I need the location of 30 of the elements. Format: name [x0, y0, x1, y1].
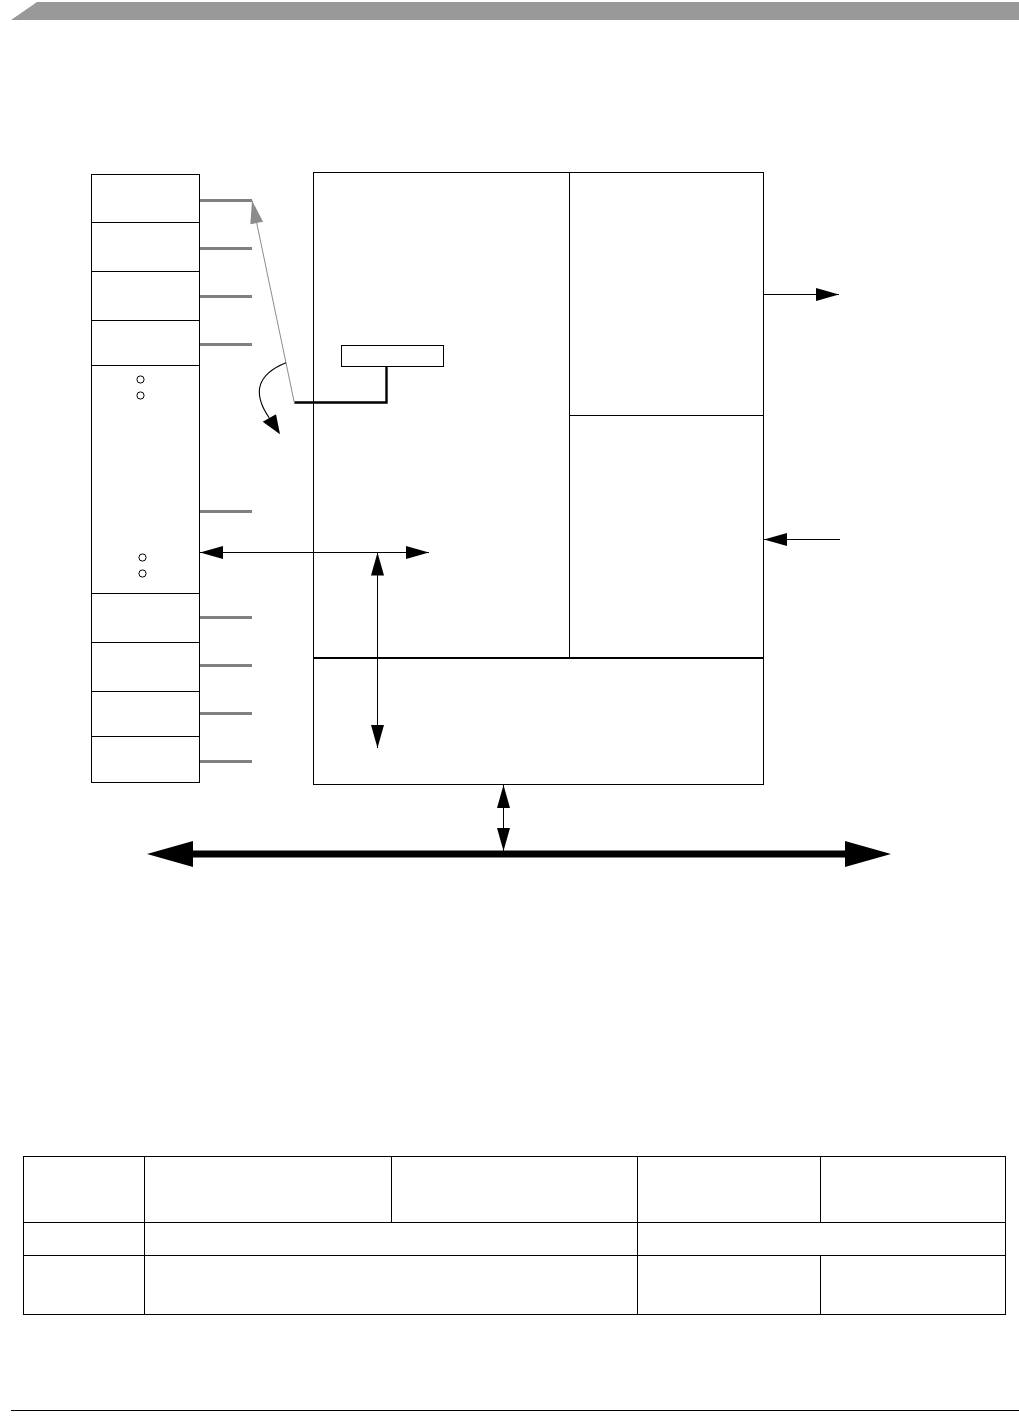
- column-slot: [91, 691, 200, 737]
- connector-line: [294, 367, 388, 404]
- contact-stub: [200, 199, 252, 202]
- column-slot: [91, 642, 200, 692]
- contact-stub: [200, 247, 252, 250]
- contact-stub: [200, 712, 252, 715]
- arrow: [763, 288, 840, 301]
- contact-stub: [200, 295, 252, 298]
- contact-stub: [200, 343, 252, 346]
- block-region: [313, 172, 570, 658]
- column-slot: [91, 736, 200, 783]
- contact-stub: [200, 616, 252, 619]
- bus-arrow: [147, 841, 891, 867]
- double-headed-arrow: [199, 546, 430, 559]
- contact-stub: [200, 510, 252, 513]
- contact-stub: [200, 664, 252, 667]
- column-slot: [91, 174, 200, 223]
- arrow: [250, 200, 295, 403]
- column-slot: [91, 593, 200, 643]
- column-slot: [91, 365, 200, 594]
- arrow: [763, 533, 841, 546]
- column-slot: [91, 271, 200, 321]
- double-headed-arrow: [371, 552, 384, 749]
- small-rectangle: [341, 345, 444, 367]
- contact-stub: [200, 760, 252, 763]
- column-slot: [91, 222, 200, 272]
- block-region: [569, 172, 764, 416]
- block-region: [313, 657, 764, 785]
- double-headed-arrow: [497, 784, 510, 852]
- column-slot: [91, 320, 200, 366]
